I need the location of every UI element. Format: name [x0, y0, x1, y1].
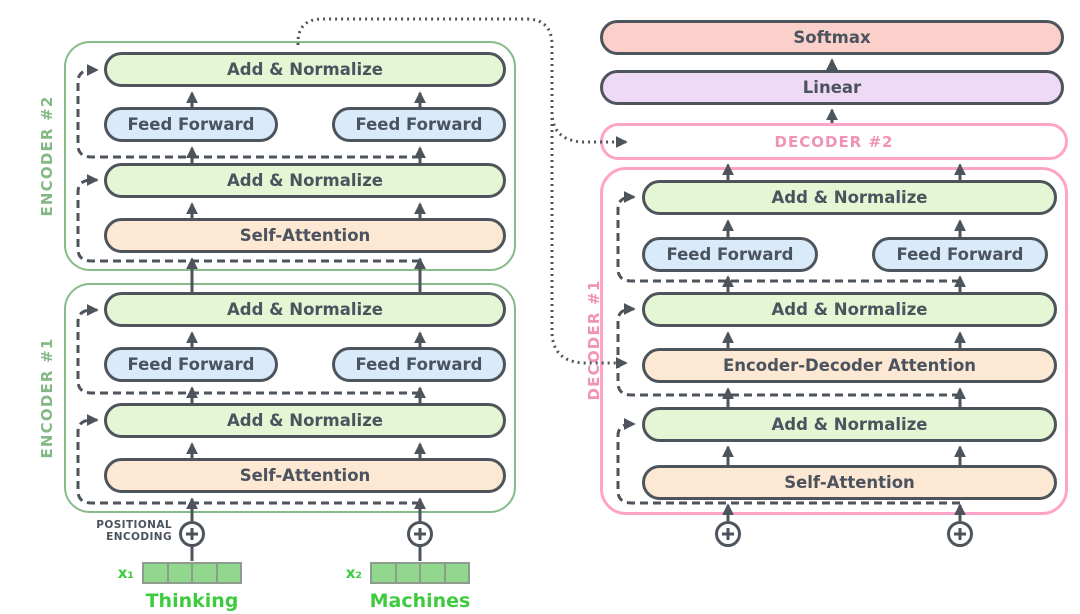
linear-layer: Linear: [600, 70, 1064, 105]
decoder1-feed-forward-right: Feed Forward: [872, 237, 1048, 272]
encoder1-feed-forward-right: Feed Forward: [332, 347, 506, 382]
plus-circle-encoder-x1: [179, 521, 205, 547]
softmax-layer: Softmax: [600, 20, 1064, 55]
encoder2-add-normalize-top: Add & Normalize: [104, 52, 506, 87]
plus-circle-encoder-x2: [407, 521, 433, 547]
input-symbol-x2: x₂: [345, 564, 362, 582]
positional-encoding-line2: ENCODING: [106, 530, 172, 543]
input-word-thinking: Thinking: [145, 590, 239, 612]
positional-encoding-line1: POSITIONAL: [96, 519, 172, 531]
positional-encoding-adders: [179, 521, 973, 547]
decoder1-add-normalize-mid: Add & Normalize: [642, 292, 1057, 327]
decoder1-label: DECODER #1: [585, 279, 603, 401]
input-symbol-x1: x₁: [117, 564, 134, 582]
decoder1-feed-forward-left: Feed Forward: [642, 237, 818, 272]
input-word-machines: Machines: [369, 590, 471, 612]
encoder1-add-normalize-mid: Add & Normalize: [104, 403, 506, 438]
encoder2-feed-forward-left: Feed Forward: [104, 107, 278, 142]
positional-encoding-caption: POSITIONAL ENCODING: [90, 519, 172, 543]
encoder2-label: ENCODER #2: [38, 95, 56, 217]
encoder2-add-normalize-mid: Add & Normalize: [104, 163, 506, 198]
decoder1-self-attention: Self-Attention: [642, 465, 1057, 500]
decoder1-encoder-decoder-attention: Encoder-Decoder Attention: [642, 348, 1057, 383]
decoder1-frame: [600, 167, 1068, 515]
encoder1-add-normalize-top: Add & Normalize: [104, 292, 506, 327]
encoder1-label: ENCODER #1: [38, 337, 56, 459]
decoder2-pill: DECODER #2: [600, 123, 1068, 160]
encoder1-self-attention: Self-Attention: [104, 458, 506, 493]
embedding-vector-x1: [142, 562, 242, 584]
encoder2-self-attention: Self-Attention: [104, 218, 506, 253]
decoder1-add-normalize-bottom: Add & Normalize: [642, 407, 1057, 442]
encoder1-feed-forward-left: Feed Forward: [104, 347, 278, 382]
decoder1-add-normalize-top: Add & Normalize: [642, 180, 1057, 215]
plus-circle-decoder-left: [715, 521, 741, 547]
encoder2-feed-forward-right: Feed Forward: [332, 107, 506, 142]
encoder1-frame: [64, 283, 516, 513]
plus-circle-decoder-right: [947, 521, 973, 547]
embedding-vector-x2: [370, 562, 470, 584]
encoder2-frame: [64, 41, 516, 271]
